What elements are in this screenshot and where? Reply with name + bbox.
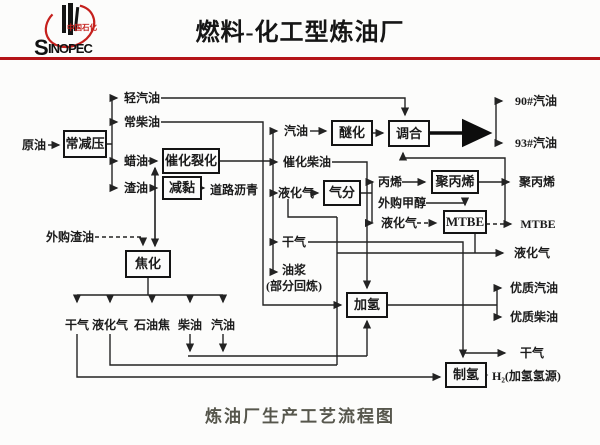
- output-hydrogen: H₂(加氢氢源): [492, 368, 561, 383]
- unit-gas-separation-label: 气分: [329, 185, 355, 200]
- label-wax-oil: 蜡油: [124, 153, 148, 168]
- unit-coker: 焦化: [125, 250, 171, 278]
- unit-blending: 调合: [388, 120, 430, 147]
- label-petroleum-coke: 石油焦: [133, 317, 170, 332]
- label-gassep-lpg: 液化气: [381, 215, 417, 230]
- unit-adp-label: 常减压: [65, 136, 104, 151]
- unit-polypropylene: 聚丙烯: [431, 170, 479, 194]
- sinopec-logo: 中国石化 S INOPEC: [26, 3, 110, 60]
- unit-visbreaker-label: 减黏: [169, 180, 195, 195]
- unit-etherification-label: 醚化: [339, 125, 365, 140]
- slide-title: 燃料-化工型炼油厂: [195, 20, 405, 46]
- label-fcc-drygas: 干气: [282, 234, 306, 249]
- sinopec-logo-icon: 中国石化 S INOPEC: [34, 3, 97, 60]
- output-premium-gasoline: 优质汽油: [510, 280, 558, 295]
- label-road-asphalt: 道路沥青: [210, 182, 258, 197]
- unit-hydrogen-plant: 制氢: [445, 362, 487, 388]
- unit-hydrotreater: 加氢: [346, 292, 388, 318]
- unit-gas-separation: 气分: [323, 180, 361, 206]
- product-labels: 90#汽油 93#汽油 聚丙烯 MTBE 液化气 优质汽油 优质柴油 干气 H₂…: [492, 93, 561, 383]
- label-fcc-lpg: 液化气: [278, 185, 314, 200]
- logo-zh-text: 中国石化: [67, 22, 97, 32]
- label-slurry-note: (部分回炼): [266, 278, 322, 293]
- label-propylene: 丙烯: [378, 174, 402, 189]
- output-drygas: 干气: [520, 345, 544, 360]
- flow-lines: [48, 93, 511, 382]
- unit-blending-label: 调合: [396, 126, 423, 141]
- unit-hydrotreater-label: 加氢: [353, 297, 380, 312]
- label-fcc-gasoline: 汽油: [284, 123, 308, 138]
- label-purchased-residue: 外购渣油: [46, 229, 94, 244]
- label-atmos-diesel: 常柴油: [124, 114, 160, 129]
- logo-en-text: INOPEC: [48, 41, 93, 56]
- title-underline: [0, 57, 600, 60]
- label-coker-gasoline: 汽油: [211, 317, 235, 332]
- label-light-gasoline: 轻汽油: [124, 90, 160, 105]
- label-coker-drygas: 干气: [65, 317, 89, 332]
- stream-labels: 原油 轻汽油 常柴油 蜡油 渣油 外购渣油 道路沥青 干气 液化气 石油焦 柴油…: [22, 90, 426, 332]
- unit-adp: 常减压: [63, 130, 107, 158]
- unit-mtbe-label: MTBE: [446, 214, 484, 229]
- label-crude-oil: 原油: [22, 137, 46, 152]
- unit-boxes: 常减压 催化裂化 减黏 焦化 醚化 调合: [63, 120, 487, 388]
- diagram-caption: 炼油厂生产工艺流程图: [205, 407, 395, 426]
- output-mtbe: MTBE: [520, 217, 555, 231]
- label-fcc-diesel: 催化柴油: [283, 154, 331, 169]
- label-slurry: 油浆: [282, 262, 307, 277]
- label-coker-diesel: 柴油: [177, 317, 202, 332]
- output-90-gasoline: 90#汽油: [515, 93, 557, 108]
- unit-hydrogen-plant-label: 制氢: [453, 367, 479, 382]
- unit-mtbe: MTBE: [443, 210, 487, 234]
- logo-bar: [62, 5, 66, 33]
- output-premium-diesel: 优质柴油: [510, 309, 558, 324]
- unit-fcc-label: 催化裂化: [165, 153, 217, 168]
- unit-coker-label: 焦化: [134, 256, 161, 271]
- unit-fcc: 催化裂化: [162, 148, 220, 174]
- logo-bar: [68, 3, 73, 35]
- label-residue: 渣油: [124, 180, 148, 195]
- logo-en-s: S: [34, 35, 49, 57]
- logo-circle: [44, 3, 96, 49]
- output-93-gasoline: 93#汽油: [515, 135, 557, 150]
- logo-bar: [73, 6, 80, 32]
- label-purchased-methanol: 外购甲醇: [378, 195, 426, 210]
- unit-polypropylene-label: 聚丙烯: [434, 174, 474, 189]
- unit-visbreaker: 减黏: [162, 176, 202, 200]
- unit-etherification: 醚化: [331, 120, 373, 146]
- output-lpg: 液化气: [514, 245, 550, 260]
- output-polypropylene: 聚丙烯: [518, 174, 555, 189]
- label-coker-lpg: 液化气: [92, 317, 128, 332]
